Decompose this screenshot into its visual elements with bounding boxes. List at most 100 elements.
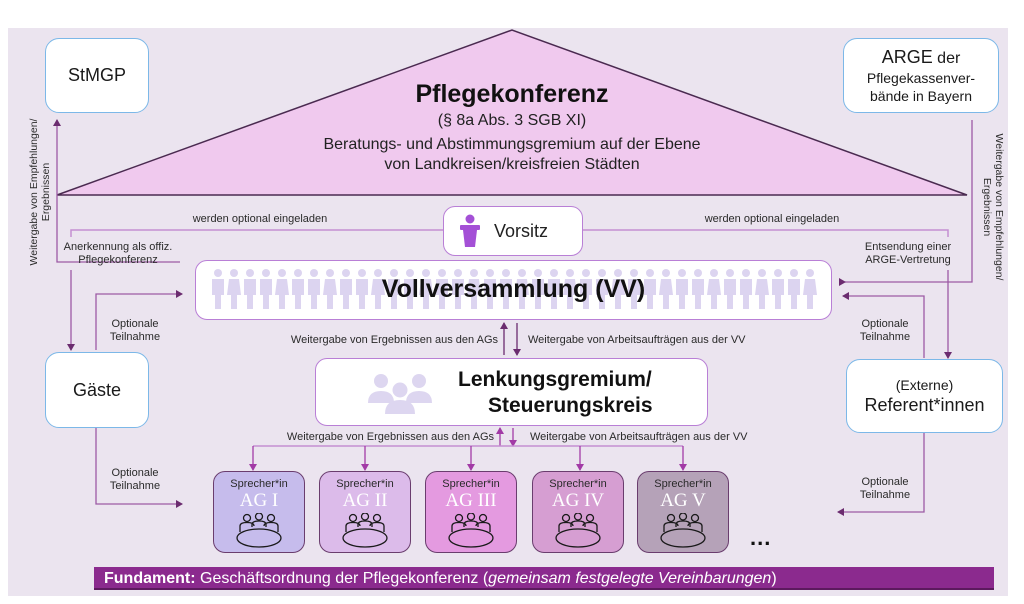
arge-label-bold: ARGE bbox=[881, 46, 933, 67]
meeting-table-icon bbox=[660, 513, 706, 548]
person-figure bbox=[323, 269, 337, 309]
person-figure bbox=[484, 269, 496, 309]
vv-tasks-label: Weitergabe von Arbeitsaufträgen aus der … bbox=[528, 334, 746, 346]
vv-results-label: Weitergabe von Ergebnissen aus den AGs bbox=[290, 334, 498, 346]
person-figure bbox=[244, 269, 256, 309]
arge-line2: Pflegekassenver- bbox=[866, 69, 976, 86]
working-group-name: AG V bbox=[660, 490, 706, 511]
speakers-line1: (Externe) bbox=[895, 377, 954, 393]
left-feedback-label: Weitergabe von Empfehlungen/ Ergebnissen bbox=[28, 117, 52, 267]
guests-ag-optional-label: Optionale Teilnahme bbox=[90, 467, 180, 493]
guests-to-vv-line bbox=[95, 290, 183, 350]
meeting-table-icon bbox=[448, 513, 494, 548]
right-feedback-label: Weitergabe von Empfehlungen/ Ergebnissen bbox=[981, 132, 1005, 282]
working-group-card: Sprecher*in AG V bbox=[637, 471, 729, 553]
guests-to-ag-line bbox=[95, 428, 183, 508]
person-figure bbox=[788, 269, 800, 309]
optional-line2: Teilnahme bbox=[859, 331, 911, 343]
steering-line2: Steuerungskreis bbox=[488, 394, 653, 417]
foundation-end: ) bbox=[771, 570, 777, 587]
person-figure bbox=[404, 269, 416, 309]
roof-triangle bbox=[56, 29, 968, 196]
conference-description-2: von Landkreisen/kreisfreien Städten bbox=[384, 156, 640, 173]
left-feedback-line2: Ergebnissen bbox=[40, 162, 52, 222]
guests-box: Gäste bbox=[45, 352, 149, 428]
person-figure bbox=[212, 269, 224, 309]
person-figure bbox=[596, 269, 608, 309]
person-figure bbox=[692, 269, 704, 309]
speakers-vv-optional-label: Optionale Teilnahme bbox=[840, 318, 930, 344]
guests-label: Gäste bbox=[72, 379, 122, 400]
person-figure bbox=[515, 269, 529, 309]
guests-vv-optional-label: Optionale Teilnahme bbox=[90, 318, 180, 344]
arge-line3: bände in Bayern bbox=[870, 87, 972, 104]
speakers-line2: Referent*innen bbox=[864, 395, 985, 415]
right-feedback-line1: Weitergabe von Empfehlungen/ bbox=[993, 133, 1005, 281]
working-group-card: Sprecher*in AG IV bbox=[532, 471, 624, 553]
person-figure bbox=[563, 269, 577, 309]
working-group-name: AG I bbox=[239, 490, 279, 511]
recognition-label: Anerkennung als offiz. Pflegekonferenz bbox=[58, 241, 178, 267]
invited-left-line bbox=[70, 229, 443, 237]
person-figure bbox=[308, 269, 320, 309]
foundation-text: Geschäftsordnung der Pflegekonferenz ( bbox=[195, 570, 489, 587]
person-figure bbox=[275, 269, 289, 309]
foundation-bar: Fundament: Geschäftsordnung der Pflegeko… bbox=[94, 567, 994, 590]
optional-line2: Teilnahme bbox=[109, 331, 161, 343]
working-group-role: Sprecher*in bbox=[442, 478, 500, 490]
person-figure bbox=[772, 269, 784, 309]
arge-label-rest: der bbox=[932, 49, 961, 67]
chair-label: Vorsitz bbox=[494, 220, 549, 241]
person-figure bbox=[260, 269, 272, 309]
invited-right-line bbox=[583, 229, 949, 237]
person-figure bbox=[803, 269, 817, 309]
recognition-line1: Anerkennung als offiz. bbox=[63, 241, 173, 253]
person-figure bbox=[532, 269, 544, 309]
person-figure bbox=[611, 269, 625, 309]
conference-description-1: Beratungs- und Abstimmungsgremium auf de… bbox=[323, 136, 701, 153]
person-figure bbox=[388, 269, 400, 309]
arge-delegation-line1: Entsendung einer bbox=[864, 241, 952, 253]
plenary-box: Vollversammlung (VV) bbox=[195, 260, 832, 320]
person-figure bbox=[467, 269, 481, 309]
steering-label: Lenkungsgremium/ Steuerungskreis bbox=[436, 367, 696, 419]
working-group-role: Sprecher*in bbox=[549, 478, 607, 490]
working-group-role: Sprecher*in bbox=[230, 478, 288, 490]
working-group-role: Sprecher*in bbox=[336, 478, 394, 490]
optional-line2: Teilnahme bbox=[109, 480, 161, 492]
working-group-role: Sprecher*in bbox=[654, 478, 712, 490]
people-row-icon bbox=[212, 269, 817, 309]
speakers-box: (Externe) Referent*innen bbox=[846, 359, 1003, 433]
person-figure bbox=[292, 269, 304, 309]
left-feedback-line1: Weitergabe von Empfehlungen/ bbox=[28, 118, 40, 266]
meeting-table-icon bbox=[342, 513, 388, 548]
arge-delegation-label: Entsendung einer ARGE-Vertretung bbox=[848, 241, 968, 267]
person-figure bbox=[436, 269, 448, 309]
person-figure bbox=[340, 269, 352, 309]
person-figure bbox=[724, 269, 736, 309]
working-group-card: Sprecher*in AG II bbox=[319, 471, 411, 553]
right-feedback-line bbox=[839, 120, 973, 286]
podium-icon bbox=[460, 214, 480, 247]
optional-line1: Optionale bbox=[861, 318, 909, 330]
steering-box: Lenkungsgremium/ Steuerungskreis bbox=[315, 358, 708, 426]
optional-line1: Optionale bbox=[111, 467, 159, 479]
meeting-table-icon bbox=[236, 513, 282, 548]
person-figure bbox=[356, 269, 368, 309]
person-figure bbox=[628, 269, 640, 309]
optional-line2: Teilnahme bbox=[859, 489, 911, 501]
arge-delegation-line2: ARGE-Vertretung bbox=[865, 254, 951, 266]
group-icon bbox=[368, 374, 432, 414]
person-figure bbox=[659, 269, 673, 309]
person-figure bbox=[644, 269, 656, 309]
more-groups-ellipsis: ... bbox=[750, 525, 772, 550]
person-figure bbox=[740, 269, 752, 309]
optional-line1: Optionale bbox=[111, 318, 159, 330]
person-figure bbox=[707, 269, 721, 309]
working-group-name: AG II bbox=[342, 490, 388, 511]
person-figure bbox=[580, 269, 592, 309]
steering-tasks-label: Weitergabe von Arbeitsaufträgen aus der … bbox=[530, 431, 748, 443]
foundation-italic: gemeinsam festgelegte Vereinbarungen bbox=[488, 570, 772, 587]
law-reference: (§ 8a Abs. 3 SGB XI) bbox=[437, 112, 587, 129]
